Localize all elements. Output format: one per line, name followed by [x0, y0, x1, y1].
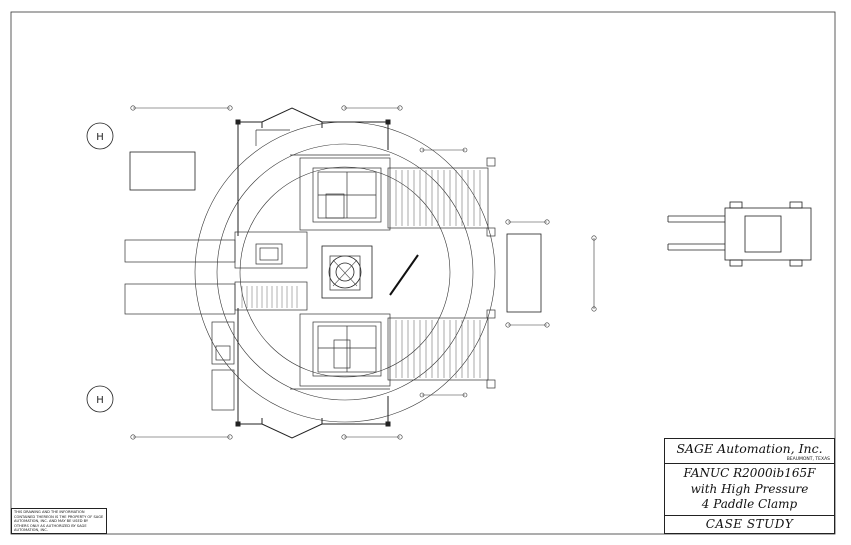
left-stations: [234, 231, 308, 311]
description-line-2: with High Pressure: [690, 481, 809, 496]
pallet-staging: [506, 233, 542, 313]
upper-station: [255, 129, 391, 231]
control-cabinet: [129, 151, 196, 191]
robot-base: [321, 245, 419, 299]
case-study-label: CASE STUDY: [705, 517, 794, 531]
company-name: SAGE Automation, Inc.: [676, 441, 823, 456]
lower-station: [290, 313, 391, 390]
marker-h-upper-label: H: [96, 132, 104, 143]
property-disclaimer: THIS DRAWING AND THE INFORMATION CONTAIN…: [11, 508, 107, 534]
outfeed-conveyor-upper: [387, 157, 496, 237]
marker-h-lower: H: [86, 385, 114, 413]
forklift: [667, 201, 812, 267]
auxiliary-equipment: [211, 321, 235, 411]
outfeed-conveyor-lower: [387, 309, 496, 389]
drawing-description: FANUC R2000ib165F with High Pressure 4 P…: [665, 466, 834, 513]
company-location: BEAUMONT, TEXAS: [786, 457, 830, 462]
drawing-border: [10, 11, 836, 535]
description-line-1: FANUC R2000ib165F: [683, 466, 816, 480]
safety-fence: [235, 107, 391, 439]
marker-h-lower-label: H: [96, 395, 104, 406]
dimension-lines: [130, 105, 597, 440]
description-line-3: 4 Paddle Clamp: [701, 497, 798, 511]
title-divider-bottom: [665, 515, 834, 516]
title-block: SAGE Automation, Inc. BEAUMONT, TEXAS FA…: [664, 438, 835, 534]
marker-h-upper: H: [86, 122, 114, 150]
title-divider-top: [665, 463, 834, 464]
